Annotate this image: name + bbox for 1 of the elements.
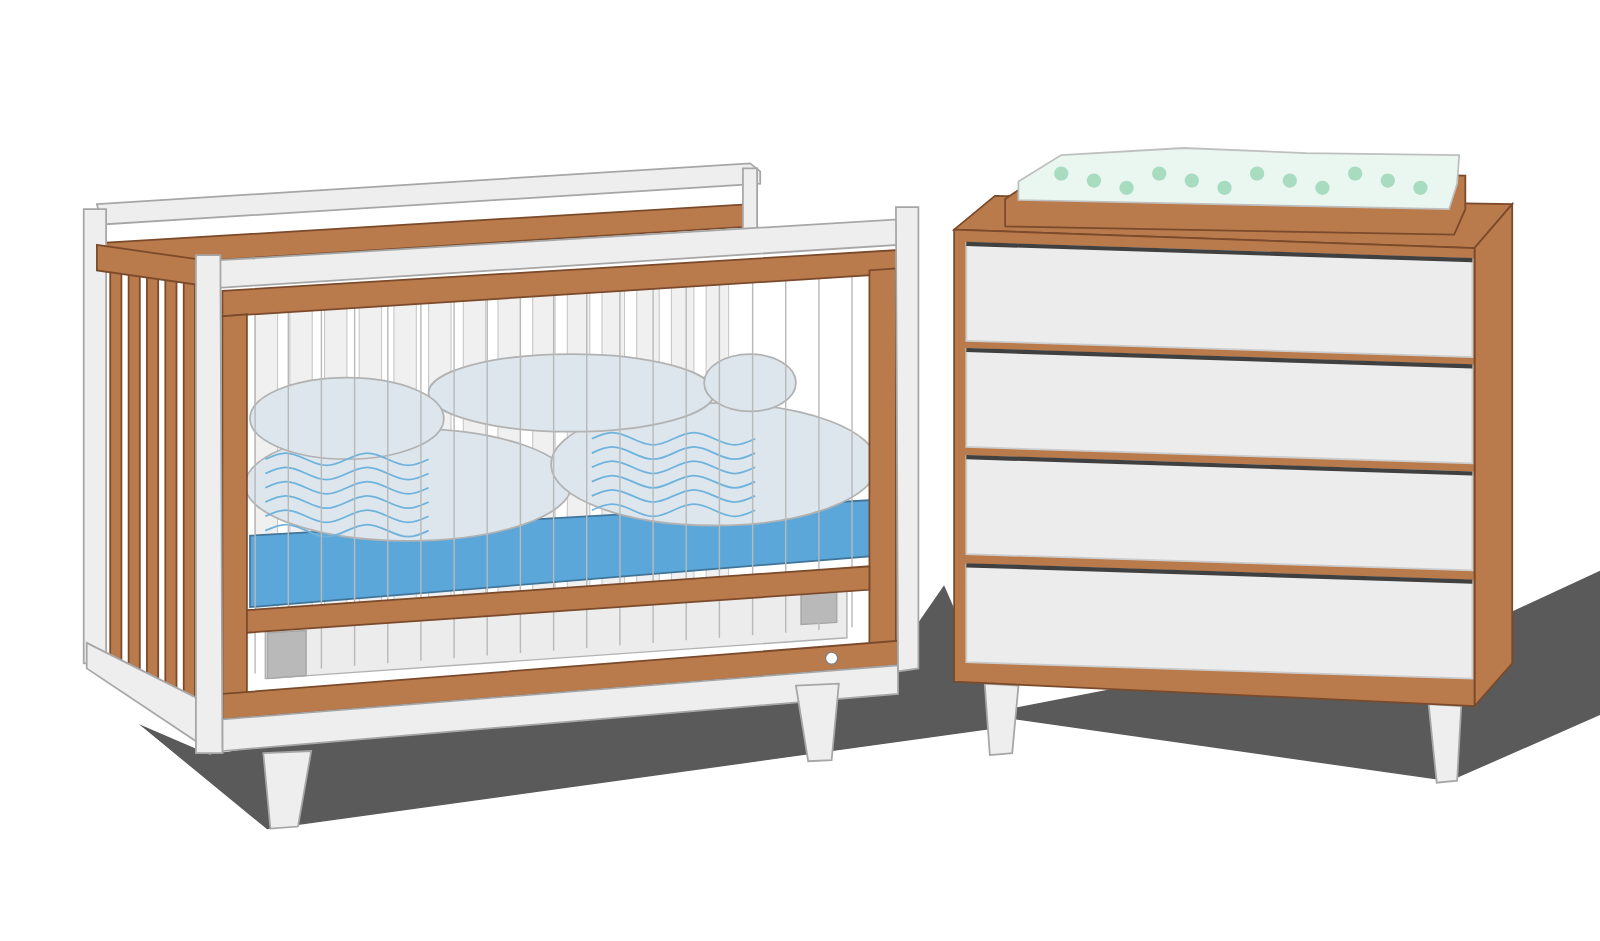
crib-drawing <box>82 162 920 830</box>
